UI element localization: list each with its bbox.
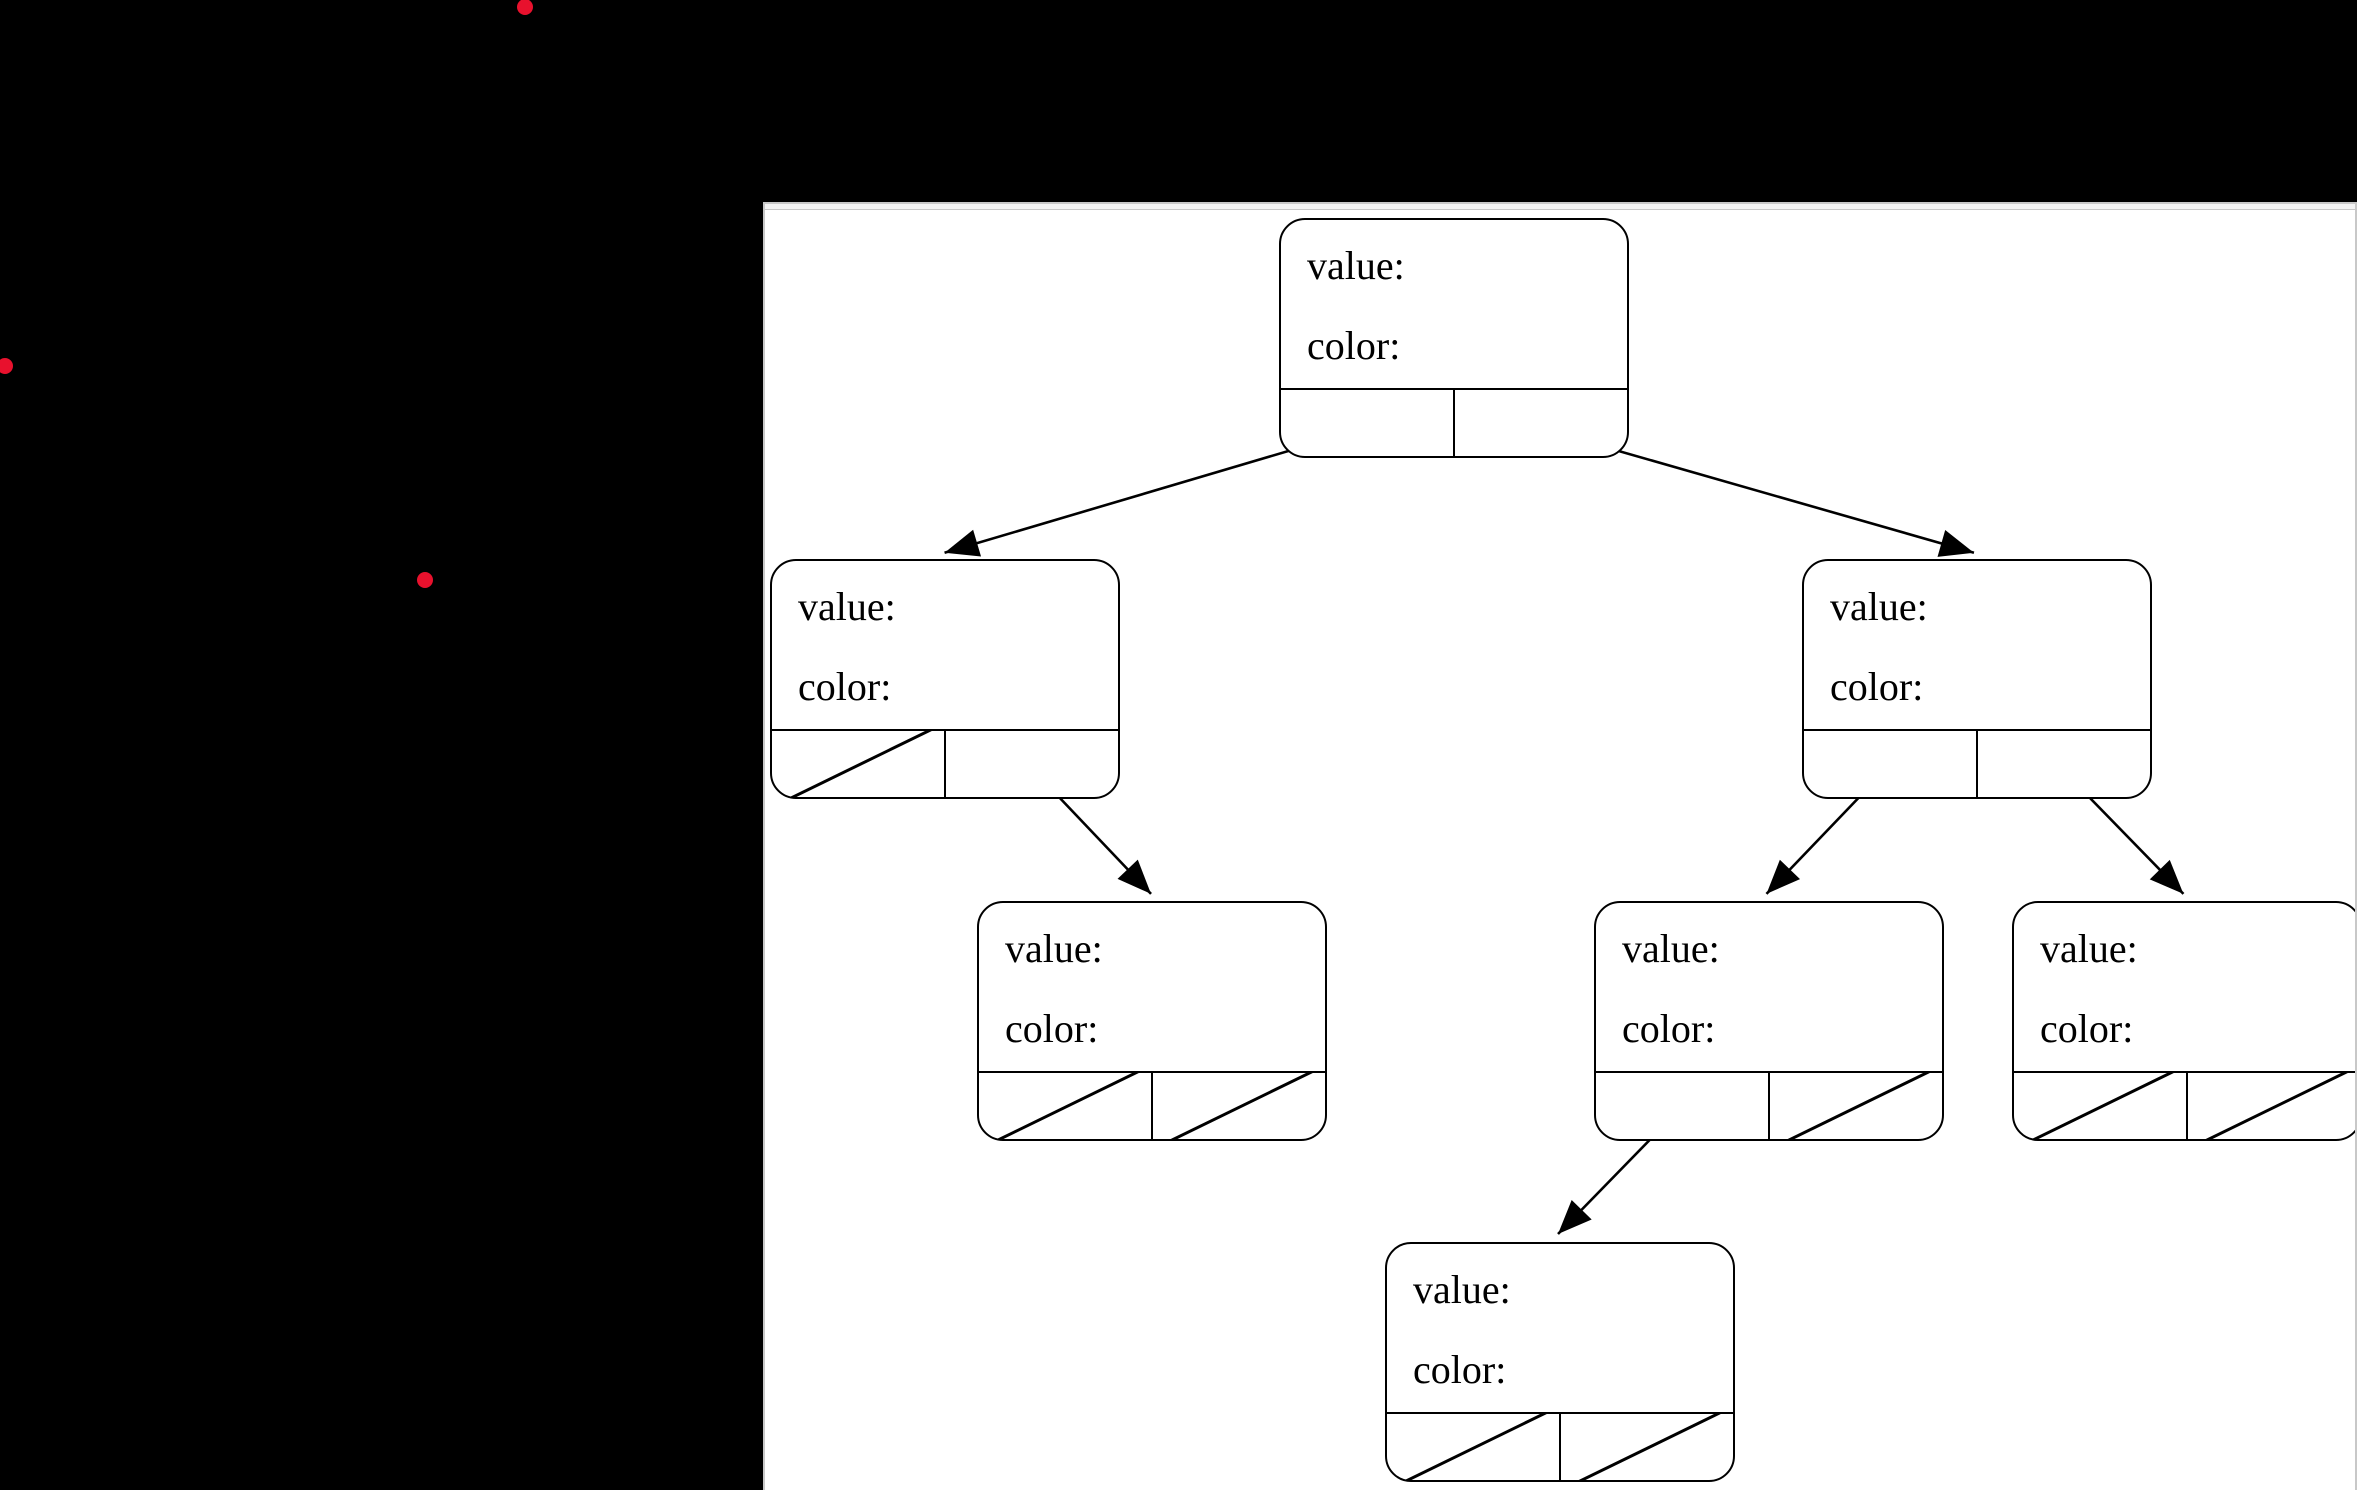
node-value-label: value: xyxy=(1307,243,1405,288)
node-value-label: value: xyxy=(1622,926,1720,971)
node-color-label: color: xyxy=(1005,1006,1099,1051)
node-color-label: color: xyxy=(1622,1006,1716,1051)
node-pointer-bar xyxy=(1596,1071,1942,1139)
left-pointer-null-cell[interactable] xyxy=(2014,1073,2186,1139)
right-pointer-null-cell[interactable] xyxy=(1151,1073,1325,1139)
node-fields: value: color: xyxy=(1804,561,2150,731)
node-pointer-bar xyxy=(1804,729,2150,797)
node-pointer-bar xyxy=(1387,1412,1733,1480)
tree-node-right-left[interactable]: value: color: xyxy=(1594,901,1944,1141)
node-value-label: value: xyxy=(1005,926,1103,971)
node-pointer-bar xyxy=(1281,388,1627,456)
right-pointer-cell[interactable] xyxy=(1453,390,1627,456)
node-fields: value: color: xyxy=(1387,1244,1733,1414)
node-fields: value: color: xyxy=(2014,903,2355,1073)
tree-node-left[interactable]: value: color: xyxy=(770,559,1120,799)
left-pointer-null-cell[interactable] xyxy=(979,1073,1151,1139)
node-pointer-bar xyxy=(979,1071,1325,1139)
right-pointer-cell[interactable] xyxy=(1976,731,2150,797)
left-pointer-cell[interactable] xyxy=(1596,1073,1768,1139)
right-pointer-cell[interactable] xyxy=(944,731,1118,797)
marker-dot-middle xyxy=(417,572,433,588)
node-color-label: color: xyxy=(2040,1006,2134,1051)
tree-diagram-canvas[interactable]: value:color:value:color:value:color:valu… xyxy=(765,204,2355,1490)
edge-root-left-arrowhead xyxy=(944,529,982,557)
marker-dot-left xyxy=(0,358,13,374)
edge-rightleft-left-arrowhead xyxy=(1558,1199,1592,1235)
node-value-label: value: xyxy=(1413,1267,1511,1312)
marker-dot-top xyxy=(517,0,533,15)
left-pointer-null-cell[interactable] xyxy=(1387,1414,1559,1480)
panel-titlebar xyxy=(765,204,2355,210)
node-value-label: value: xyxy=(1830,584,1928,629)
left-pointer-cell[interactable] xyxy=(1281,390,1453,456)
right-pointer-null-cell[interactable] xyxy=(1768,1073,1942,1139)
tree-node-left-right[interactable]: value: color: xyxy=(977,901,1327,1141)
node-fields: value: color: xyxy=(979,903,1325,1073)
edge-right-right-arrowhead xyxy=(2149,859,2184,894)
left-pointer-cell[interactable] xyxy=(1804,731,1976,797)
diagram-viewport[interactable]: value:color:value:color:value:color:valu… xyxy=(763,202,2357,1490)
edge-right-left-arrowhead xyxy=(1766,859,1801,894)
node-value-label: value: xyxy=(2040,926,2138,971)
node-pointer-bar xyxy=(772,729,1118,797)
node-color-label: color: xyxy=(1830,664,1924,709)
node-fields: value: color: xyxy=(772,561,1118,731)
right-pointer-null-cell[interactable] xyxy=(2186,1073,2355,1139)
tree-node-root[interactable]: value: color: xyxy=(1279,218,1629,458)
node-color-label: color: xyxy=(1413,1347,1507,1392)
tree-node-deep-leaf[interactable]: value: color: xyxy=(1385,1242,1735,1482)
tree-node-right-right[interactable]: value: color: xyxy=(2012,901,2355,1141)
tree-node-right[interactable]: value: color: xyxy=(1802,559,2152,799)
edge-left-right-arrowhead xyxy=(1117,859,1152,894)
node-pointer-bar xyxy=(2014,1071,2355,1139)
node-fields: value: color: xyxy=(1596,903,1942,1073)
node-value-label: value: xyxy=(798,584,896,629)
node-fields: value: color: xyxy=(1281,220,1627,390)
node-color-label: color: xyxy=(1307,323,1401,368)
node-color-label: color: xyxy=(798,664,892,709)
right-pointer-null-cell[interactable] xyxy=(1559,1414,1733,1480)
left-pointer-null-cell[interactable] xyxy=(772,731,944,797)
edge-root-right-arrowhead xyxy=(1937,529,1974,557)
